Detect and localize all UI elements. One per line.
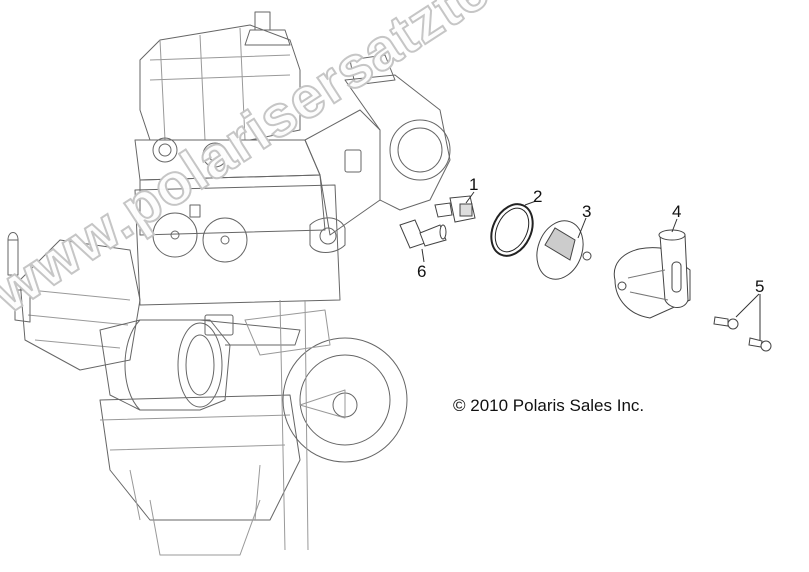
part-6-hose-fitting [399, 219, 447, 249]
callout-leaders [421, 191, 761, 340]
callout-3: 3 [582, 202, 592, 221]
copyright-notice: © 2010 Polaris Sales Inc. [453, 396, 645, 415]
callout-6: 6 [417, 262, 427, 281]
callout-4: 4 [672, 202, 682, 221]
callout-1: 1 [469, 175, 479, 194]
callout-2: 2 [533, 187, 543, 206]
callout-5: 5 [755, 277, 765, 296]
